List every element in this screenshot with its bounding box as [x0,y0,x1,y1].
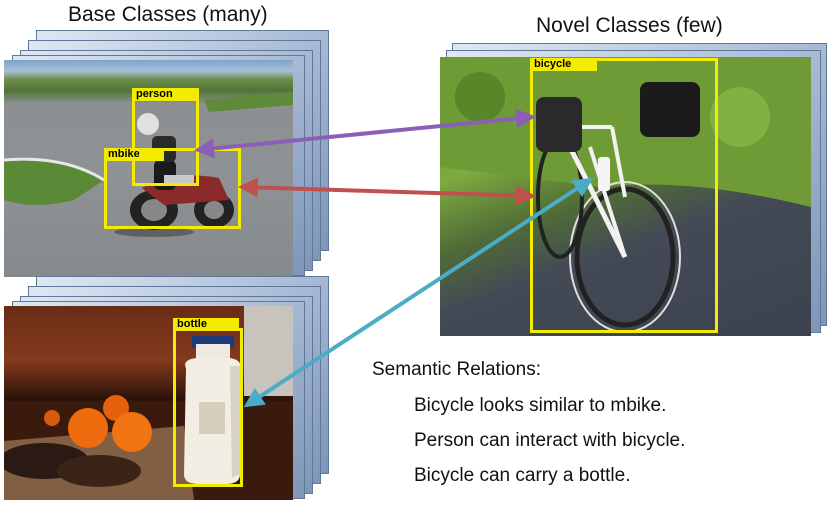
person-bicycle-arrow [194,108,536,159]
base-classes-heading: Base Classes (many) [68,3,268,26]
relation-item: Bicycle can carry a bottle. [414,465,631,486]
mbike-bicycle-arrow [238,177,536,206]
bicycle-label: bicycle [530,58,597,71]
bottle-bicycle-arrow [243,177,594,408]
semantic-relations-title: Semantic Relations: [372,359,541,380]
relation-item: Bicycle looks similar to mbike. [414,395,667,416]
novel-classes-heading: Novel Classes (few) [536,14,723,37]
mbike-label: mbike [104,148,164,161]
bottle-label: bottle [173,318,239,331]
relation-item: Person can interact with bicycle. [414,430,686,451]
person-label: person [132,88,199,101]
